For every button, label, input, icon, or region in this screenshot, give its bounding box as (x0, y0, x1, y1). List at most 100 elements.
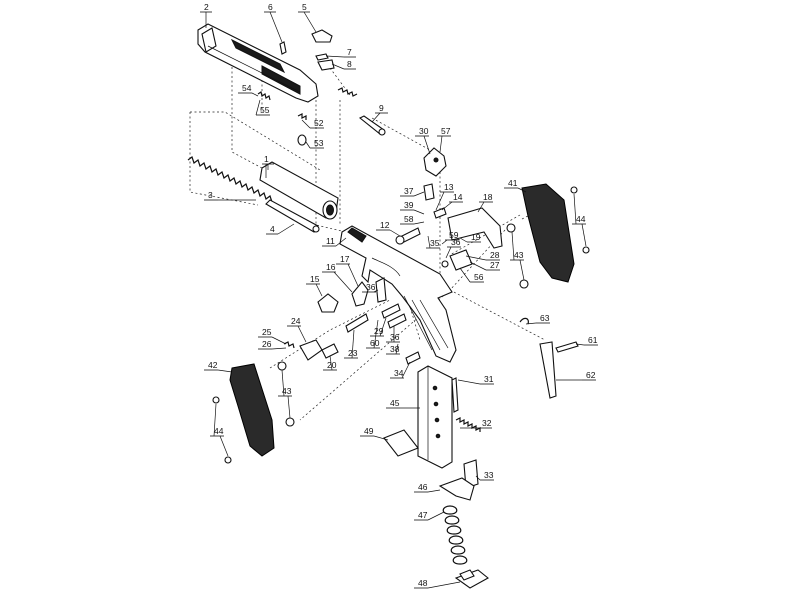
part-number-label: 14 (453, 192, 463, 202)
part-number-label: 58 (404, 214, 414, 224)
part-number-label: 44 (576, 214, 586, 224)
callout-35: 35 (426, 235, 440, 249)
part-number-label: 31 (484, 374, 494, 384)
part-number-label: 16 (326, 262, 336, 272)
callout-34: 34 (390, 361, 411, 379)
callout-56: 56 (459, 267, 484, 283)
part-number-label: 26 (262, 339, 272, 349)
callout-25: 25 (258, 327, 287, 345)
callout-17: 17 (336, 254, 359, 287)
callout-37: 37 (400, 186, 425, 197)
callout-39: 39 (400, 200, 425, 215)
part-number-label: 15 (310, 274, 320, 284)
callout-61: 61 (575, 335, 598, 346)
part-number-label: 43 (514, 250, 524, 260)
part-number-label: 11 (326, 236, 335, 246)
part-number-label: 35 (430, 238, 440, 248)
part-number-label: 45 (390, 398, 400, 408)
part-number-label: 61 (588, 335, 598, 345)
part-number-label: 47 (418, 510, 428, 520)
callout-44b: 44 (210, 403, 229, 457)
part-number-label: 36 (366, 282, 376, 292)
callout-27: 27 (469, 260, 500, 271)
part-number-label: 55 (260, 105, 270, 115)
part-number-label: 19 (471, 232, 481, 242)
callout-43a: 43 (510, 231, 525, 281)
part-number-label: 6 (268, 2, 273, 12)
recoil-spring-part (187, 156, 273, 203)
callouts: 1 2 3 4 5 6 7 8 9 11 12 13 14 15 16 17 1… (200, 2, 598, 589)
part-number-label: 8 (347, 59, 352, 69)
callout-45: 45 (386, 398, 420, 409)
part-number-label: 9 (379, 103, 384, 113)
part-number-label: 42 (208, 360, 218, 370)
part-number-label: 57 (441, 126, 451, 136)
barrel-part (259, 161, 339, 220)
callout-53: 53 (305, 138, 324, 149)
callout-19: 19 (459, 232, 481, 243)
part-number-label: 25 (262, 327, 272, 337)
callout-16: 16 (322, 262, 353, 293)
callout-57: 57 (437, 126, 451, 153)
grip-panels (229, 183, 575, 457)
small-parts (212, 29, 590, 589)
part-number-label: 1 (264, 154, 269, 164)
callout-9: 9 (371, 103, 388, 123)
callout-47: 47 (414, 510, 445, 521)
callout-3: 3 (204, 190, 256, 201)
part-number-label: 62 (586, 370, 596, 380)
callout-62: 62 (556, 370, 596, 381)
callout-28: 28 (465, 250, 500, 261)
part-number-label: 59 (449, 230, 459, 240)
magazine-spring-part (442, 505, 468, 565)
magazine-part (417, 365, 453, 469)
part-number-label: 7 (347, 47, 352, 57)
callout-36b: 36 (362, 282, 379, 293)
part-number-label: 36 (390, 332, 400, 342)
callout-32: 32 (460, 418, 492, 429)
part-number-label: 30 (419, 126, 429, 136)
part-number-label: 39 (404, 200, 414, 210)
callout-55: 55 (255, 99, 270, 116)
part-number-label: 41 (508, 178, 518, 188)
part-number-label: 43 (282, 386, 292, 396)
callout-20: 20 (323, 355, 337, 371)
callout-4: 4 (266, 223, 295, 235)
part-number-label: 2 (204, 2, 209, 12)
callout-14: 14 (441, 192, 463, 211)
part-number-label: 17 (340, 254, 350, 264)
part-number-label: 49 (364, 426, 374, 436)
callout-44a: 44 (572, 193, 587, 247)
part-number-label: 54 (242, 83, 252, 93)
callout-60: 60 (366, 319, 380, 349)
part-number-label: 28 (490, 250, 500, 260)
callout-12: 12 (376, 220, 401, 237)
part-number-label: 13 (444, 182, 454, 192)
callout-42: 42 (204, 360, 233, 373)
right-grip-panel (521, 183, 575, 283)
callout-63: 63 (525, 313, 550, 325)
part-number-label: 44 (214, 426, 224, 436)
callout-5: 5 (298, 2, 317, 33)
part-number-label: 32 (482, 418, 492, 428)
callout-26: 26 (258, 339, 287, 350)
callout-59: 59 (441, 230, 459, 245)
callout-1: 1 (262, 154, 274, 170)
callout-6: 6 (264, 2, 283, 43)
part-number-label: 27 (490, 260, 500, 270)
callout-8: 8 (331, 59, 356, 70)
part-number-label: 46 (418, 482, 428, 492)
callout-49: 49 (360, 426, 389, 441)
part-number-label: 37 (404, 186, 414, 196)
callout-15: 15 (306, 274, 323, 297)
callout-24: 24 (287, 316, 307, 343)
callout-41: 41 (504, 178, 527, 193)
callout-46: 46 (414, 482, 441, 493)
part-number-label: 29 (374, 326, 384, 336)
part-number-label: 23 (348, 348, 358, 358)
guide-rod-part (265, 199, 320, 233)
callout-30: 30 (415, 126, 431, 155)
callout-43b: 43 (278, 369, 292, 419)
part-number-label: 5 (302, 2, 307, 12)
